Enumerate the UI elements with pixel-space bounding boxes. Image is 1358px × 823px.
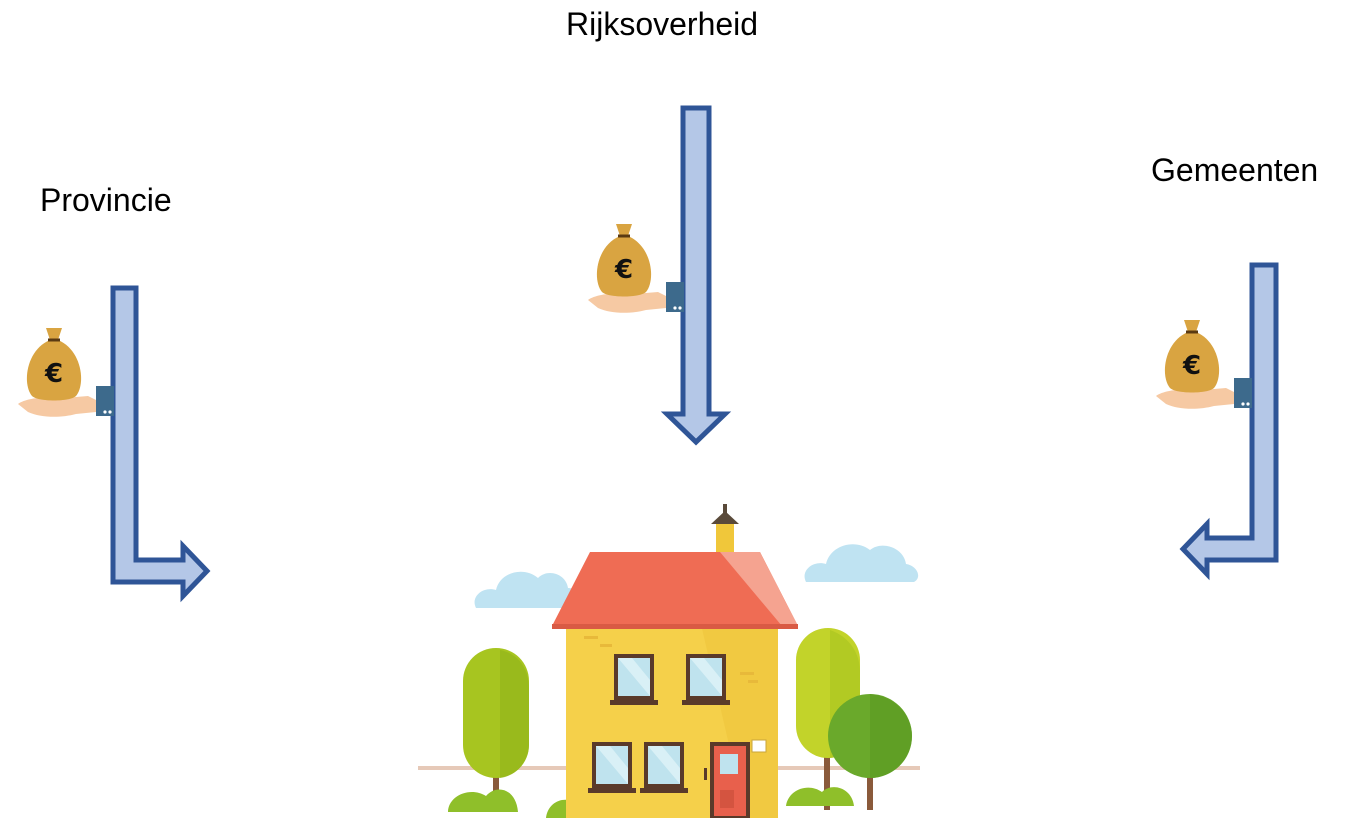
money-bag-icon: € — [1165, 320, 1219, 393]
arrow-rijksoverheid — [667, 108, 725, 442]
euro-symbol: € — [614, 255, 633, 285]
money-bag-icon: € — [597, 224, 651, 297]
house-scene — [418, 504, 920, 818]
money-hand-gemeenten: € — [1156, 320, 1252, 409]
money-hand-provincie: € — [18, 328, 114, 417]
cloud-icon — [805, 544, 919, 582]
arrow-provincie — [113, 288, 207, 596]
euro-symbol: € — [44, 359, 63, 389]
bush-icon — [448, 789, 518, 812]
money-bag-icon: € — [27, 328, 81, 401]
money-hand-rijksoverheid: € — [588, 224, 684, 313]
chimney — [711, 504, 739, 552]
tree-icon — [463, 648, 529, 810]
arrow-gemeenten — [1183, 265, 1276, 574]
euro-symbol: € — [1182, 351, 1201, 381]
house-icon — [552, 552, 798, 818]
bush-icon — [786, 787, 854, 806]
